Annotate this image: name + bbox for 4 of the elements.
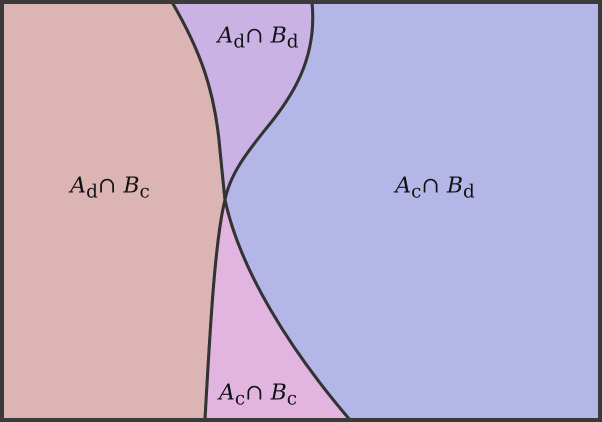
region-label: A$_{d}$∩ B$_{c}$: [70, 173, 150, 203]
region-label: A$_{d}$∩ B$_{d}$: [218, 23, 298, 53]
region-label: A$_{c}$∩ B$_{d}$: [395, 173, 475, 203]
region-label: A$_{c}$∩ B$_{c}$: [218, 380, 298, 410]
